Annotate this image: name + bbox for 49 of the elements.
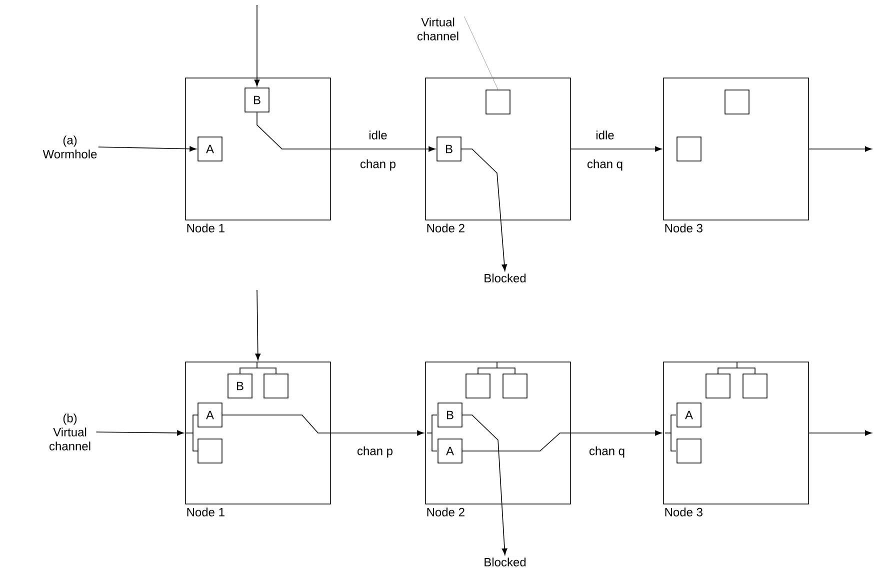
empty-buffer-box — [724, 90, 750, 114]
empty-buffer-box — [706, 374, 730, 398]
node-label: Node 1 — [187, 508, 224, 516]
buffer-box: A — [198, 136, 222, 162]
arrow — [570, 146, 662, 152]
empty-buffer-box — [198, 438, 222, 464]
text-label: Blocked — [484, 274, 526, 282]
text-label: (a) Wormhole — [42, 136, 97, 158]
empty-buffer-box — [466, 374, 490, 398]
empty-buffer-box — [742, 374, 768, 398]
buffer-box: B — [436, 136, 462, 162]
node-box: Node 3 — [663, 78, 809, 232]
buffer-box: B — [228, 374, 252, 398]
arrow — [808, 430, 872, 436]
arrow — [256, 112, 436, 152]
edge-label: chan q — [586, 158, 624, 172]
arrow — [462, 430, 662, 452]
node-label: Node 2 — [427, 224, 464, 232]
edge-label: chan q — [588, 445, 626, 459]
empty-buffer-box — [486, 90, 510, 114]
arrow — [98, 146, 196, 152]
empty-buffer-box — [676, 136, 702, 162]
arrow — [808, 146, 872, 152]
text-label: (b) Virtual channel — [50, 414, 90, 450]
empty-buffer-box — [264, 374, 288, 398]
text-label: Virtual channel — [418, 18, 458, 40]
edge-label: chan p — [359, 158, 398, 172]
arrow — [462, 414, 508, 556]
state-label: idle — [594, 130, 616, 140]
node-label: Node 1 — [187, 224, 224, 232]
arrow — [96, 430, 184, 436]
arrow — [254, 4, 260, 86]
node-label: Node 3 — [665, 224, 702, 232]
buffer-box: A — [676, 402, 702, 428]
empty-buffer-box — [676, 438, 702, 464]
edge-label: chan p — [356, 445, 394, 459]
empty-buffer-box — [502, 374, 528, 398]
buffer-box: A — [198, 402, 222, 428]
buffer-box: B — [438, 402, 462, 428]
buffer-box: A — [438, 438, 462, 464]
node-label: Node 2 — [427, 508, 464, 516]
arrow — [461, 148, 508, 272]
node-label: Node 3 — [665, 508, 702, 516]
leader-line — [464, 16, 498, 90]
state-label: idle — [368, 130, 388, 140]
text-label: Blocked — [484, 558, 526, 566]
arrow — [222, 414, 424, 436]
buffer-box: B — [244, 88, 270, 112]
arrow — [255, 290, 261, 360]
